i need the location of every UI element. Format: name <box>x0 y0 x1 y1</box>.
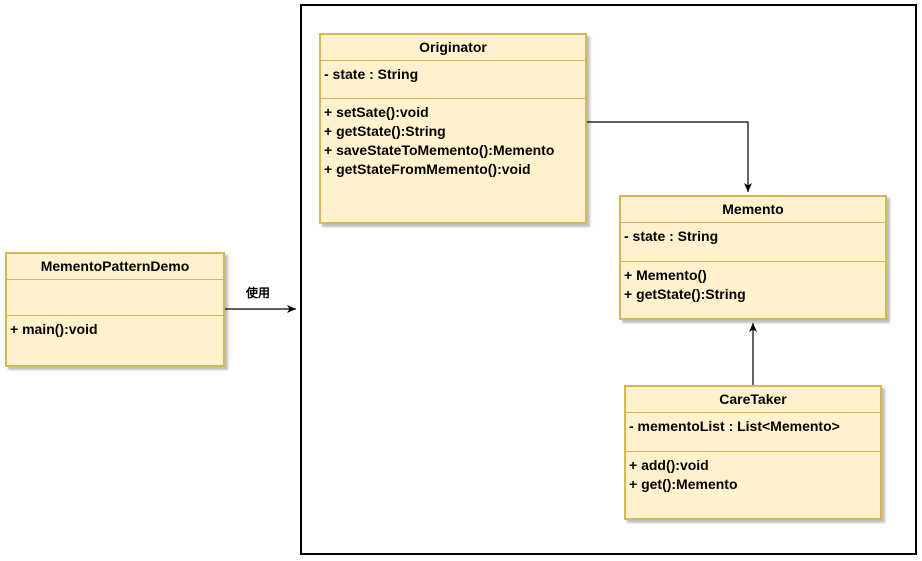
methods-section: + main():void <box>7 316 223 343</box>
class-originator[interactable]: Originator - state : String + setSate():… <box>319 33 587 224</box>
method: + saveStateToMemento():Memento <box>324 142 555 158</box>
class-caretaker[interactable]: CareTaker - mementoList : List<Memento> … <box>624 385 882 520</box>
attributes-section: - state : String <box>321 61 585 99</box>
attribute: - state : String <box>324 66 419 82</box>
class-name: CareTaker <box>626 387 880 413</box>
class-memento[interactable]: Memento - state : String + Memento() + g… <box>619 195 887 320</box>
method: + main():void <box>10 321 98 337</box>
method: + getStateFromMemento():void <box>324 161 531 177</box>
method: + add():void <box>629 457 709 473</box>
method: + Memento() <box>624 267 707 283</box>
class-memento-pattern-demo[interactable]: MementoPatternDemo + main():void <box>5 252 225 367</box>
attributes-section: - state : String <box>621 223 885 262</box>
method: + getState():String <box>624 286 746 302</box>
attribute: - mementoList : List<Memento> <box>629 418 840 434</box>
uses-label: 使用 <box>246 286 271 300</box>
method: + get():Memento <box>629 476 738 492</box>
package-frame <box>300 4 917 555</box>
attributes-section: - mementoList : List<Memento> <box>626 413 880 452</box>
method: + getState():String <box>324 123 446 139</box>
methods-section: + setSate():void + getState():String + s… <box>321 99 585 183</box>
methods-section: + add():void + get():Memento <box>626 452 880 498</box>
attribute: - state : String <box>624 228 719 244</box>
methods-section: + Memento() + getState():String <box>621 262 885 308</box>
attributes-section <box>7 280 223 316</box>
class-name: Originator <box>321 35 585 61</box>
class-name: Memento <box>621 197 885 223</box>
class-name: MementoPatternDemo <box>7 254 223 280</box>
method: + setSate():void <box>324 104 429 120</box>
